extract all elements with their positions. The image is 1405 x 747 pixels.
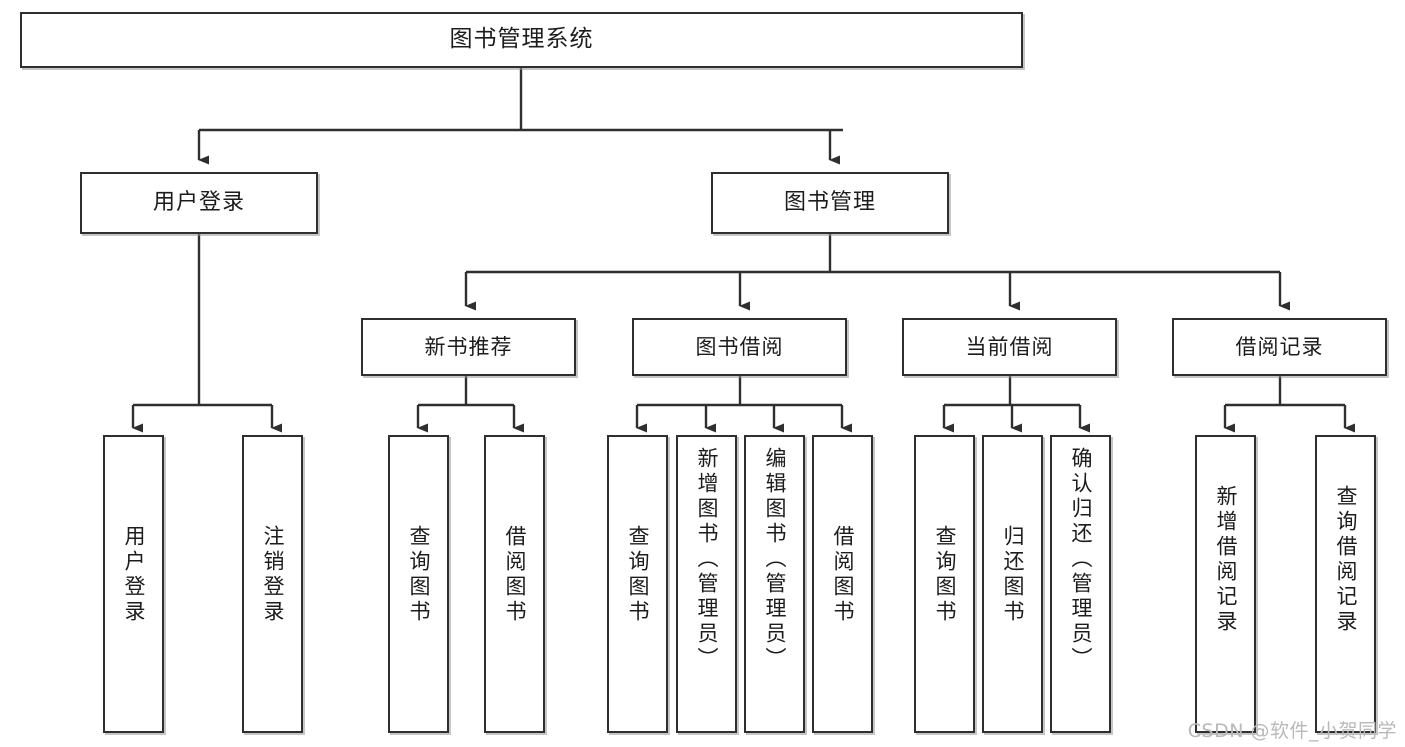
leaf-borrow-book-2-label: 借阅图书 <box>831 525 855 625</box>
node-new-book-rec[interactable]: 新书推荐 <box>361 318 576 376</box>
leaf-add-book[interactable]: 新增图书（管理员） <box>676 435 737 733</box>
leaf-return-book[interactable]: 归还图书 <box>982 435 1043 733</box>
leaf-query-book-2[interactable]: 查询图书 <box>607 435 668 733</box>
leaf-query-book-2-label: 查询图书 <box>626 525 650 625</box>
leaf-query-book-3[interactable]: 查询图书 <box>914 435 975 733</box>
leaf-query-record-label: 查询借阅记录 <box>1334 485 1358 635</box>
leaf-query-book-1-label: 查询图书 <box>407 525 431 625</box>
leaf-query-book-3-label: 查询图书 <box>933 525 957 625</box>
node-user-login[interactable]: 用户登录 <box>80 172 318 234</box>
leaf-borrow-book-1[interactable]: 借阅图书 <box>484 435 545 733</box>
node-book-borrow[interactable]: 图书借阅 <box>632 318 847 376</box>
leaf-user-login-label: 用户登录 <box>122 525 146 625</box>
node-book-manage-label: 图书管理 <box>783 190 876 216</box>
leaf-user-login[interactable]: 用户登录 <box>103 435 164 733</box>
leaf-add-book-label: 新增图书（管理员） <box>695 447 719 672</box>
leaf-query-record[interactable]: 查询借阅记录 <box>1315 435 1376 733</box>
watermark-text: CSDN @软件_小贺同学 <box>1187 720 1397 742</box>
node-root-label: 图书管理系统 <box>449 26 594 53</box>
node-borrow-record[interactable]: 借阅记录 <box>1172 318 1387 376</box>
leaf-borrow-book-2[interactable]: 借阅图书 <box>812 435 873 733</box>
leaf-confirm-return[interactable]: 确认归还（管理员） <box>1050 435 1111 733</box>
leaf-add-record-label: 新增借阅记录 <box>1214 485 1238 635</box>
node-current-borrow-label: 当前借阅 <box>965 334 1054 359</box>
leaf-user-logout-label: 注销登录 <box>261 525 285 625</box>
node-user-login-label: 用户登录 <box>152 190 245 216</box>
node-book-manage[interactable]: 图书管理 <box>711 172 949 234</box>
node-new-book-rec-label: 新书推荐 <box>424 334 513 359</box>
leaf-borrow-book-1-label: 借阅图书 <box>503 525 527 625</box>
node-book-borrow-label: 图书借阅 <box>695 334 784 359</box>
leaf-add-record[interactable]: 新增借阅记录 <box>1195 435 1256 733</box>
leaf-user-logout[interactable]: 注销登录 <box>242 435 303 733</box>
leaf-confirm-return-label: 确认归还（管理员） <box>1069 447 1093 672</box>
leaf-return-book-label: 归还图书 <box>1001 525 1025 625</box>
node-borrow-record-label: 借阅记录 <box>1235 334 1324 359</box>
node-root[interactable]: 图书管理系统 <box>20 12 1023 68</box>
node-current-borrow[interactable]: 当前借阅 <box>902 318 1117 376</box>
leaf-query-book-1[interactable]: 查询图书 <box>388 435 449 733</box>
leaf-edit-book[interactable]: 编辑图书（管理员） <box>744 435 805 733</box>
leaf-edit-book-label: 编辑图书（管理员） <box>763 447 787 672</box>
